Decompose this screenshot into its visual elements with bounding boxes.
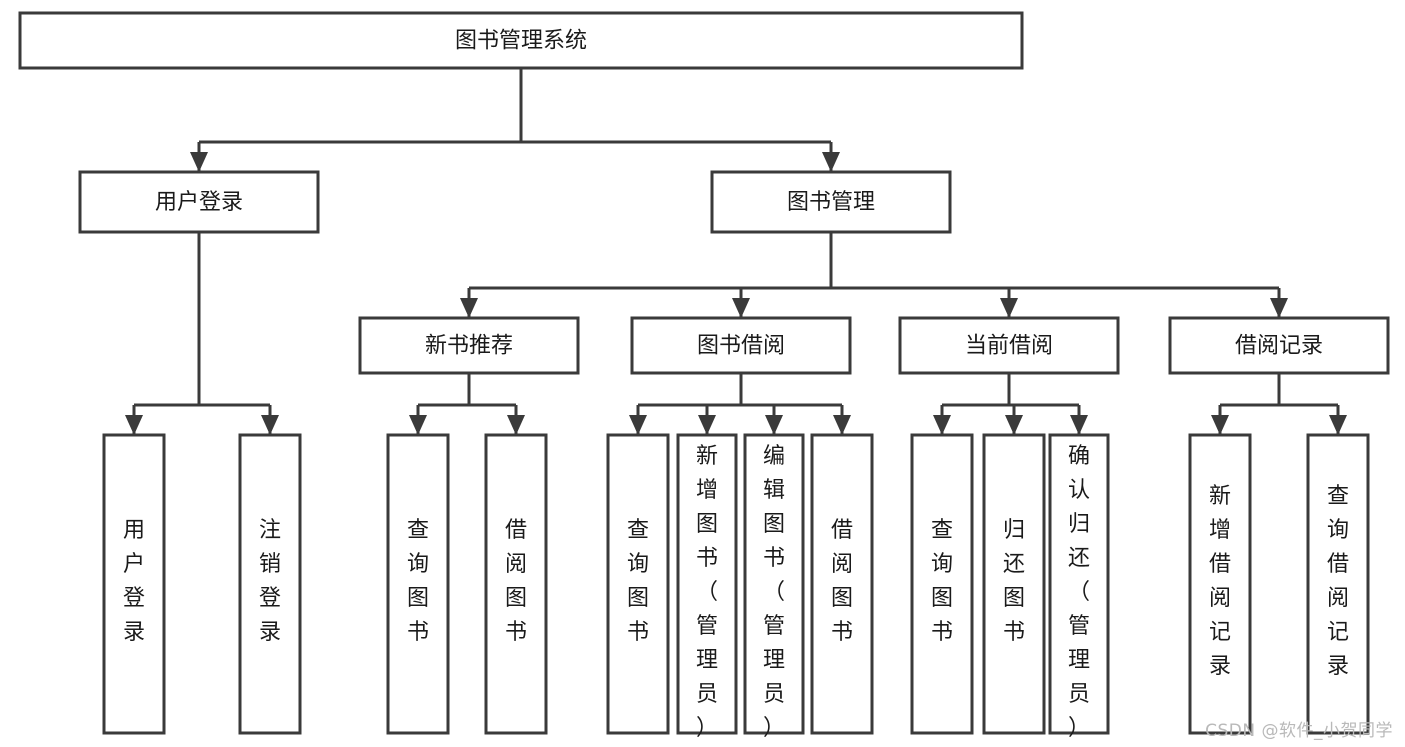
node-label-book-borrow: 图书借阅 (697, 334, 785, 359)
node-label-book-manage: 图书管理 (787, 190, 875, 215)
node-label-current-borrow: 当前借阅 (965, 334, 1053, 359)
node-label-leaf-query-record: 查询借阅记录 (1327, 484, 1349, 679)
node-box-leaf-query-book-3 (910, 433, 974, 735)
node-box-leaf-user-login (102, 433, 166, 735)
arrow-head (507, 415, 525, 435)
node-box-user-login (78, 170, 320, 234)
node-box-leaf-query-book-1 (386, 433, 450, 735)
node-label-leaf-query-book-3: 查询图书 (931, 518, 953, 645)
node-leaf-add-record[interactable]: 新增借阅记录 (1188, 433, 1252, 735)
node-box-root (18, 11, 1024, 70)
edge-group-book-borrow (629, 373, 851, 435)
node-user-login[interactable]: 用户登录 (78, 170, 320, 234)
connector-layer (125, 68, 1347, 435)
node-label-new-book-recommend: 新书推荐 (425, 334, 513, 359)
arrow-head (1211, 415, 1229, 435)
node-box-borrow-record (1168, 316, 1390, 375)
node-box-leaf-query-book-2 (606, 433, 670, 735)
arrow-head (460, 298, 478, 318)
arrow-head (1005, 415, 1023, 435)
arrow-head (732, 298, 750, 318)
node-leaf-user-login[interactable]: 用户登录 (102, 433, 166, 735)
node-box-current-borrow (898, 316, 1120, 375)
arrow-head (833, 415, 851, 435)
edge-group-current-borrow (933, 373, 1088, 435)
node-box-leaf-borrow-book-2 (810, 433, 874, 735)
edge-group-book-manage (460, 232, 1288, 318)
node-box-book-manage (710, 170, 952, 234)
arrow-head (629, 415, 647, 435)
node-label-leaf-add-book: 新增图书（管理员） (696, 444, 718, 741)
arrow-head (1270, 298, 1288, 318)
node-root[interactable]: 图书管理系统 (18, 11, 1024, 70)
node-box-leaf-confirm-return (1048, 433, 1110, 735)
edge-group-new-book-recommend (409, 373, 525, 435)
arrow-head (822, 152, 840, 172)
node-label-leaf-user-login: 用户登录 (123, 518, 145, 645)
node-leaf-query-book-3[interactable]: 查询图书 (910, 433, 974, 735)
node-label-root: 图书管理系统 (455, 29, 587, 54)
arrow-head (933, 415, 951, 435)
node-leaf-query-book-2[interactable]: 查询图书 (606, 433, 670, 735)
node-box-leaf-add-book (676, 433, 738, 735)
arrow-head (1329, 415, 1347, 435)
node-leaf-query-record[interactable]: 查询借阅记录 (1306, 433, 1370, 735)
arrow-head (698, 415, 716, 435)
node-label-leaf-edit-book: 编辑图书（管理员） (763, 444, 785, 741)
arrow-head (125, 415, 143, 435)
node-label-leaf-borrow-book-2: 借阅图书 (831, 518, 853, 645)
node-box-leaf-borrow-book-1 (484, 433, 548, 735)
node-label-leaf-borrow-book-1: 借阅图书 (505, 518, 527, 645)
node-current-borrow[interactable]: 当前借阅 (898, 316, 1120, 375)
node-borrow-record[interactable]: 借阅记录 (1168, 316, 1390, 375)
node-box-leaf-logout (238, 433, 302, 735)
edge-group-root (190, 68, 840, 172)
node-box-book-borrow (630, 316, 852, 375)
arrow-head (1000, 298, 1018, 318)
node-label-leaf-query-book-1: 查询图书 (407, 518, 429, 645)
node-label-leaf-return-book: 归还图书 (1003, 518, 1025, 645)
node-box-leaf-edit-book (743, 433, 805, 735)
node-box-new-book-recommend (358, 316, 580, 375)
node-label-leaf-add-record: 新增借阅记录 (1209, 484, 1231, 679)
node-leaf-edit-book[interactable]: 编辑图书（管理员） (743, 433, 805, 741)
node-book-borrow[interactable]: 图书借阅 (630, 316, 852, 375)
node-leaf-add-book[interactable]: 新增图书（管理员） (676, 433, 738, 741)
node-leaf-query-book-1[interactable]: 查询图书 (386, 433, 450, 735)
node-leaf-logout[interactable]: 注销登录 (238, 433, 302, 735)
node-label-borrow-record: 借阅记录 (1235, 334, 1323, 359)
node-label-leaf-confirm-return: 确认归还（管理员） (1068, 444, 1090, 741)
arrow-head (409, 415, 427, 435)
edge-group-borrow-record (1211, 373, 1347, 435)
node-layer: 图书管理系统用户登录图书管理新书推荐图书借阅当前借阅借阅记录用户登录注销登录查询… (18, 11, 1390, 741)
arrow-head (1070, 415, 1088, 435)
arrow-head (765, 415, 783, 435)
node-label-leaf-query-book-2: 查询图书 (627, 518, 649, 645)
node-leaf-borrow-book-2[interactable]: 借阅图书 (810, 433, 874, 735)
node-box-leaf-return-book (982, 433, 1046, 735)
node-new-book-recommend[interactable]: 新书推荐 (358, 316, 580, 375)
node-box-leaf-add-record (1188, 433, 1252, 735)
csdn-watermark: CSDN @软件_小贺同学 (1205, 721, 1393, 741)
node-leaf-confirm-return[interactable]: 确认归还（管理员） (1048, 433, 1110, 741)
node-book-manage[interactable]: 图书管理 (710, 170, 952, 234)
node-label-leaf-logout: 注销登录 (259, 518, 281, 645)
edge-group-user-login (125, 232, 279, 435)
arrow-head (190, 152, 208, 172)
node-box-leaf-query-record (1306, 433, 1370, 735)
node-leaf-return-book[interactable]: 归还图书 (982, 433, 1046, 735)
node-label-user-login: 用户登录 (155, 190, 243, 215)
node-leaf-borrow-book-1[interactable]: 借阅图书 (484, 433, 548, 735)
arrow-head (261, 415, 279, 435)
